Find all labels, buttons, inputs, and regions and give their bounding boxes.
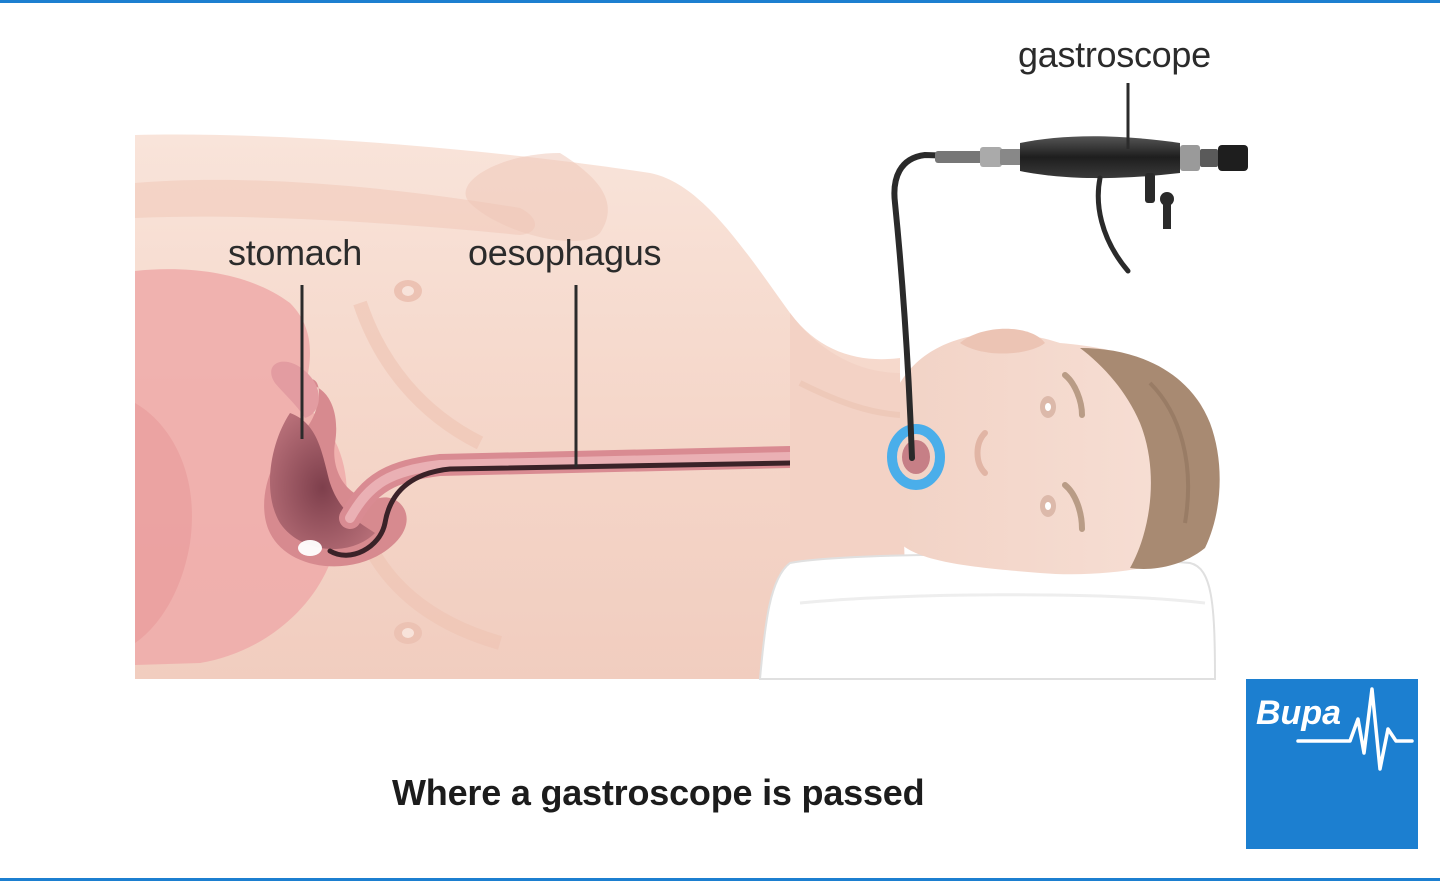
- ear: [960, 328, 1045, 354]
- stomach-label: stomach: [228, 232, 362, 273]
- pillow: [758, 553, 1217, 680]
- heartbeat-icon: [1296, 687, 1414, 771]
- diagram-caption: Where a gastroscope is passed: [392, 772, 925, 813]
- scope-inside: [327, 458, 908, 558]
- gastroscope-instrument: [935, 136, 1248, 274]
- anatomy-illustration: [135, 83, 1248, 680]
- gastroscope-label: gastroscope: [1018, 34, 1211, 75]
- oesophagus-label: oesophagus: [468, 232, 662, 273]
- scope-cable: [891, 151, 993, 461]
- mouthguard: [887, 424, 945, 490]
- bupa-logo: Bupa: [1246, 679, 1418, 849]
- svg-text:Bupa: Bupa: [1256, 694, 1341, 732]
- bupa-logo-mark: Bupa: [1256, 687, 1414, 771]
